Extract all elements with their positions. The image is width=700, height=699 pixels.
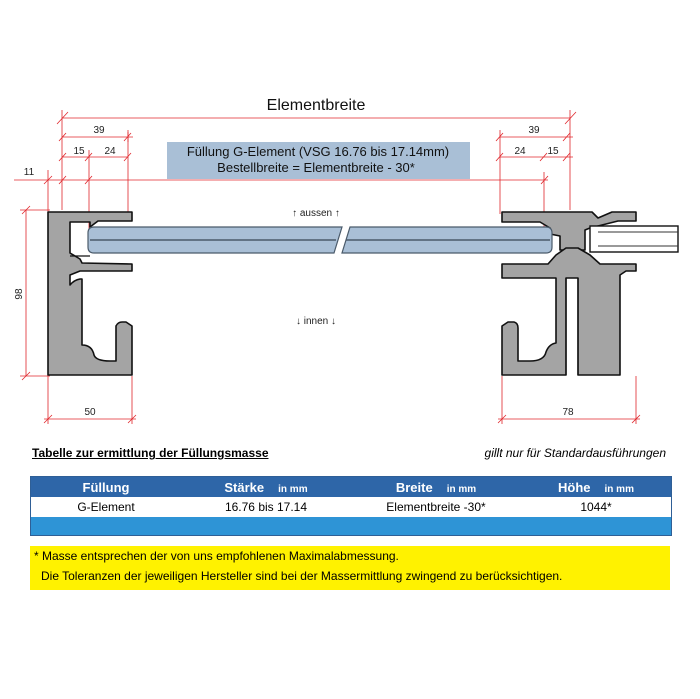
header-unit: in mm: [446, 483, 477, 495]
dim-tick: [540, 175, 549, 185]
dim-tick: [123, 152, 132, 162]
cell-staerke: 16.76 bis 17.14: [224, 500, 308, 514]
right-frame-lower-profile: [501, 247, 637, 376]
dim-label-78: 78: [562, 407, 574, 418]
inside-label: ↓ innen ↓: [296, 316, 336, 327]
dim-tick: [127, 414, 137, 424]
dim-label-15-right: 15: [547, 146, 559, 157]
dim-tick: [58, 152, 67, 162]
outside-label: ↑ aussen ↑: [292, 208, 340, 219]
dim-tick: [495, 132, 504, 142]
left-frame-profile: [47, 211, 133, 376]
dim-tick: [497, 414, 507, 424]
infobox-line2: Bestellbreite = Elementbreite - 30*: [217, 160, 415, 175]
dim-label-24-right: 24: [514, 146, 526, 157]
cell-hoehe: 1044*: [580, 500, 612, 514]
dim-tick: [564, 111, 577, 125]
dim-tick: [562, 132, 571, 142]
dim-tick: [495, 152, 504, 162]
table-footer-bar: [31, 517, 671, 535]
header-label: Füllung: [82, 479, 130, 495]
dim-tick: [539, 152, 548, 162]
footnote-box: * Masse entsprechen der von uns empfohle…: [30, 546, 670, 590]
header-label: Breite: [395, 479, 433, 495]
dim-label-39-left: 39: [93, 125, 105, 136]
dim-tick: [631, 414, 641, 424]
header-fuellung: Füllung: [31, 480, 181, 495]
infobox: [167, 142, 470, 179]
header-breite: Breite in mm: [351, 480, 521, 495]
table-row: G-Element 16.76 bis 17.14 Elementbreite …: [31, 497, 671, 517]
technical-drawing: Elementbreite 39 15 24 11 39 24 15 Füllu…: [14, 97, 679, 424]
cell-breite: Elementbreite -30*: [386, 500, 486, 514]
table-header-row: Füllung Stärke in mm Breite in mm Höhe in m…: [31, 477, 671, 497]
table-title: Tabelle zur ermittlung der Füllungsmasse: [32, 446, 269, 460]
header-label: Stärke: [224, 479, 265, 495]
header-label: Höhe: [558, 479, 591, 495]
dim-label-15-left: 15: [73, 146, 85, 157]
dim-tick: [43, 414, 53, 424]
header-hoehe: Höhe in mm: [521, 480, 671, 495]
header-staerke: Stärke in mm: [181, 480, 351, 495]
dim-tick: [21, 371, 31, 381]
header-unit: in mm: [604, 483, 634, 495]
cell-fuellung: G-Element: [77, 500, 135, 514]
footnote-line2: Die Toleranzen der jeweiligen Hersteller…: [41, 569, 563, 583]
table-note: gillt nur für Standardausführungen: [484, 446, 666, 460]
dim-tick: [58, 175, 67, 185]
dim-label-39-right: 39: [528, 125, 540, 136]
dim-tick: [84, 175, 93, 185]
dim-tick: [21, 205, 31, 215]
fill-dimension-table: Füllung Stärke in mm Breite in mm Höhe in m…: [30, 476, 672, 536]
dim-label-50: 50: [84, 407, 96, 418]
dim-tick: [562, 152, 571, 162]
dim-label-11: 11: [24, 167, 35, 178]
dim-label-98: 98: [14, 288, 25, 300]
dim-tick: [58, 132, 67, 142]
adjacent-panel: [589, 225, 679, 253]
header-unit: in mm: [278, 483, 308, 495]
dim-label-24-left: 24: [104, 146, 116, 157]
dim-tick: [56, 111, 69, 125]
infobox-line1: Füllung G-Element (VSG 16.76 bis 17.14mm…: [187, 144, 449, 159]
dim-tick: [84, 152, 93, 162]
footnote-line1: * Masse entsprechen der von uns empfohle…: [34, 549, 399, 563]
element-width-title: Elementbreite: [267, 97, 366, 114]
dim-tick: [123, 132, 132, 142]
right-frame-profile: [501, 211, 637, 251]
